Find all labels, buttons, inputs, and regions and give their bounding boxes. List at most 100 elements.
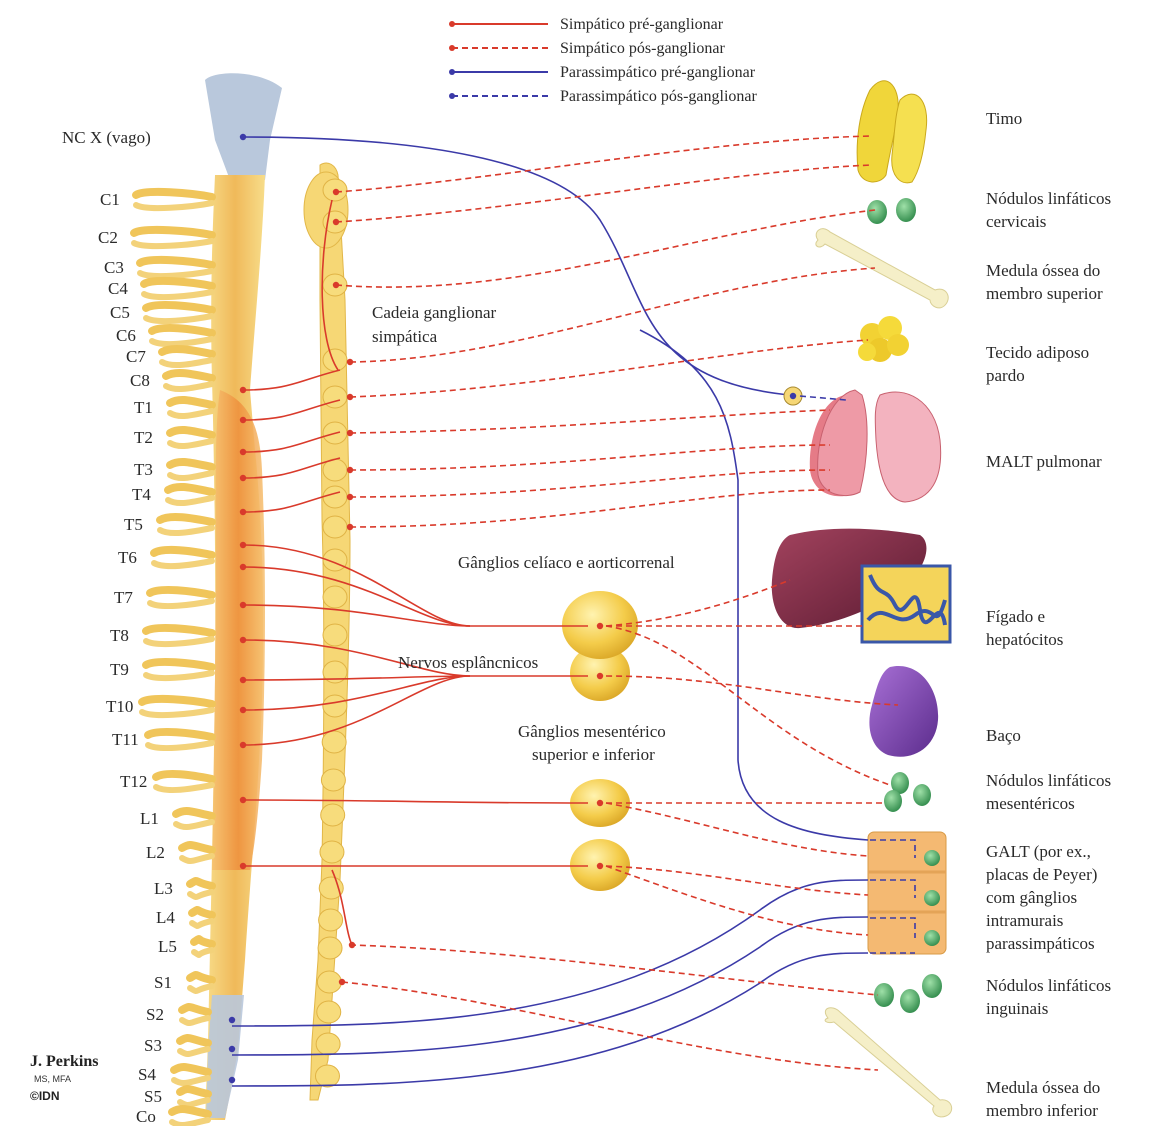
nerve-root-l4 xyxy=(192,910,212,915)
post-dot-8 xyxy=(347,494,353,500)
splanchnic-dot-2 xyxy=(240,564,246,570)
inguinal-nodes-label-2: inguinais xyxy=(986,999,1048,1018)
nerve-root-t10 xyxy=(142,699,212,704)
nerve-root-lower-s3 xyxy=(180,1049,208,1054)
sacral-dot-2 xyxy=(229,1046,235,1052)
nerve-root-lower-t11 xyxy=(148,743,212,748)
nerve-root-t6 xyxy=(154,550,212,555)
splanchnic-dot-1 xyxy=(240,542,246,548)
segment-label-t3: T3 xyxy=(134,460,153,479)
nerve-root-t3 xyxy=(170,462,212,467)
nerve-root-lower-c4 xyxy=(144,292,212,297)
nerve-root-co xyxy=(172,1109,208,1114)
inguinal-nodes-shape xyxy=(874,974,942,1013)
chain-ganglion-15 xyxy=(322,731,346,753)
nerve-root-lower-t12 xyxy=(156,785,212,790)
nerve-root-s1 xyxy=(190,975,212,980)
chain-label-line1: Cadeia ganglionar xyxy=(372,303,496,322)
nerve-root-t2 xyxy=(170,430,212,435)
thoracic-pre-dot-1 xyxy=(240,387,246,393)
nerve-root-lower-t5 xyxy=(160,528,212,533)
signature: J. Perkins MS, MFA ©IDN xyxy=(30,1053,98,1103)
brown-fat-label-2: pardo xyxy=(986,366,1025,385)
nerve-root-lower-c1 xyxy=(136,203,212,208)
nerve-root-lower-c8 xyxy=(166,384,212,389)
post-dot-13 xyxy=(597,863,603,869)
upper-bone-shape xyxy=(816,229,948,308)
segment-label-t7: T7 xyxy=(114,588,133,607)
segment-label-t5: T5 xyxy=(124,515,143,534)
splanchnic-7 xyxy=(243,676,470,745)
nerve-root-c4 xyxy=(144,281,212,286)
chain-ganglion-21 xyxy=(318,937,342,959)
post-dot-3 xyxy=(333,282,339,288)
to-inguinal xyxy=(350,945,878,995)
nerve-root-t8 xyxy=(146,628,212,633)
legend-label-2: Simpático pós-ganglionar xyxy=(560,40,726,57)
celiac-label: Gânglios celíaco e aorticorrenal xyxy=(458,553,675,572)
nerve-root-s4 xyxy=(174,1067,208,1072)
brainstem xyxy=(205,73,282,180)
nerve-root-lower-l4 xyxy=(192,921,212,926)
segment-label-t2: T2 xyxy=(134,428,153,447)
brown-fat-shape xyxy=(858,316,909,362)
nerve-root-t11 xyxy=(148,732,212,737)
nerve-root-c1 xyxy=(136,192,212,197)
nerve-root-s2 xyxy=(182,1007,208,1012)
lungs-shape xyxy=(810,390,941,502)
galt-label-5: parassimpáticos xyxy=(986,934,1095,953)
segment-label-c6: C6 xyxy=(116,326,136,345)
nerve-root-l1 xyxy=(176,811,212,816)
mesenteric-label-line1: Gânglios mesentérico xyxy=(518,722,666,741)
splanchnic-dot-3 xyxy=(240,602,246,608)
lumbar-dot-1 xyxy=(240,797,246,803)
segment-label-c7: C7 xyxy=(126,347,146,366)
nerve-root-lower-t2 xyxy=(170,441,212,446)
segment-label-c4: C4 xyxy=(108,279,128,298)
nerve-root-lower-l1 xyxy=(176,822,212,827)
legend-label-4: Parassimpático pós-ganglionar xyxy=(560,88,758,105)
chain-ganglion-23 xyxy=(317,1001,341,1023)
segment-label-c5: C5 xyxy=(110,303,130,322)
nerve-root-l3 xyxy=(190,881,212,886)
lung-malt-label: MALT pulmonar xyxy=(986,452,1102,471)
segment-label-t4: T4 xyxy=(132,485,151,504)
cervical-nodes-label-1: Nódulos linfáticos xyxy=(986,189,1111,208)
legend-item-2: Simpático pós-ganglionar xyxy=(449,40,726,57)
splanchnic-dot-4 xyxy=(240,637,246,643)
segment-label-c3: C3 xyxy=(104,258,124,277)
segment-label-s3: S3 xyxy=(144,1036,162,1055)
segment-label-t11: T11 xyxy=(112,730,139,749)
legend-label-1: Simpático pré-ganglionar xyxy=(560,16,724,33)
chain-ganglion-17 xyxy=(321,804,345,826)
segment-label-t9: T9 xyxy=(110,660,129,679)
nerve-root-lower-l5 xyxy=(194,950,212,955)
chain-ganglion-9 xyxy=(323,516,347,538)
thoracic-pre-dot-5 xyxy=(240,509,246,515)
inguinal-nodes-label-1: Nódulos linfáticos xyxy=(986,976,1111,995)
spleen-shape xyxy=(869,666,938,757)
nerve-root-l5 xyxy=(194,939,212,944)
nerve-root-t7 xyxy=(150,590,212,595)
nerve-root-lower-t4 xyxy=(168,498,212,503)
nerve-root-c8 xyxy=(166,373,212,378)
galt-label-4: intramurais xyxy=(986,911,1063,930)
organ-labels: Timo Nódulos linfáticos cervicais Medula… xyxy=(986,109,1111,1120)
nerve-root-lower-c2 xyxy=(134,241,212,246)
nerve-root-lower-t10 xyxy=(142,710,212,715)
post-dot-6 xyxy=(347,430,353,436)
chain-ganglion-20 xyxy=(319,909,343,931)
legend: Simpático pré-ganglionar Simpático pós-g… xyxy=(449,16,758,105)
nerve-root-t9 xyxy=(146,662,212,667)
nerve-root-s5 xyxy=(180,1089,208,1094)
post-dot-5 xyxy=(347,394,353,400)
chain-ganglion-5 xyxy=(323,386,347,408)
lung-ganglion-dot xyxy=(790,393,796,399)
splanchnic-dot-7 xyxy=(240,742,246,748)
segment-label-t8: T8 xyxy=(110,626,129,645)
legend-label-3: Parassimpático pré-ganglionar xyxy=(560,64,756,81)
nerve-root-lower-c7 xyxy=(162,360,212,365)
to-lower-marrow xyxy=(342,982,878,1070)
legend-item-3: Parassimpático pré-ganglionar xyxy=(449,64,756,81)
liver-shape xyxy=(772,529,950,642)
